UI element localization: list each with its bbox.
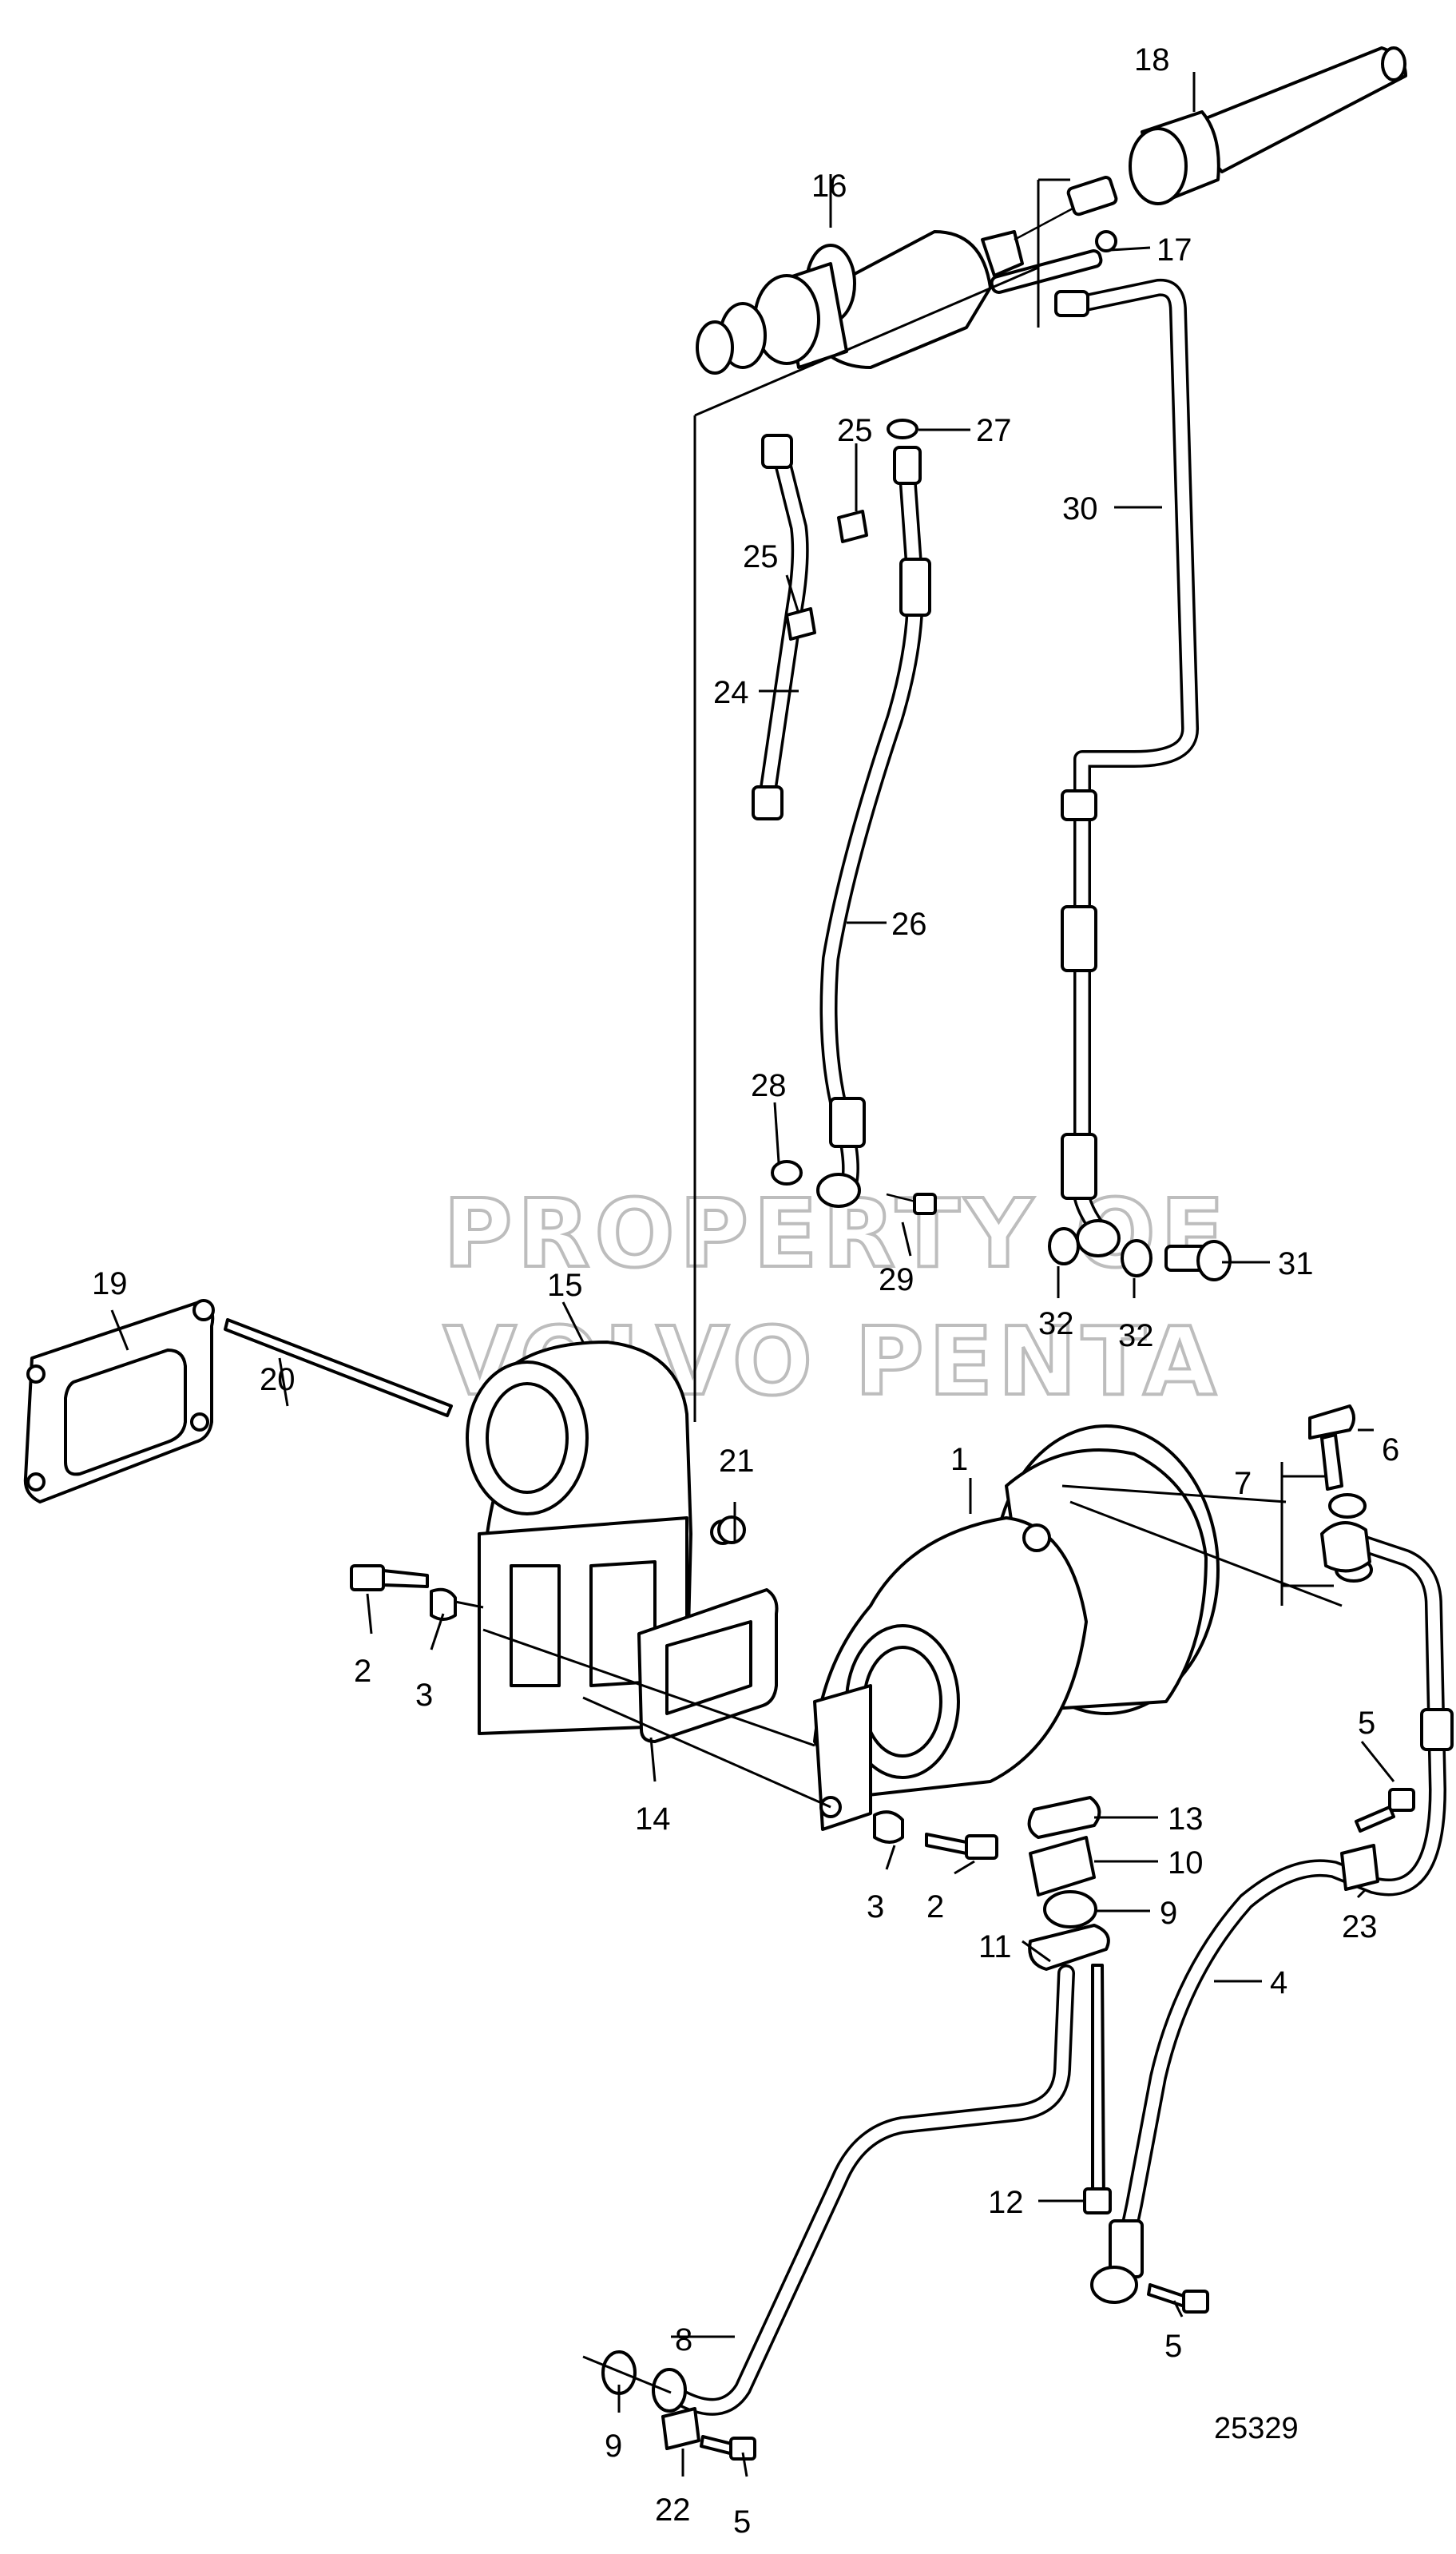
callout-19: 19 — [92, 1266, 128, 1301]
turbocharger-1 — [813, 1424, 1220, 1831]
bolt-5-upper-right — [1355, 1788, 1415, 1833]
protective-cover-18 — [1129, 46, 1407, 205]
flange-11 — [1028, 1924, 1110, 1971]
callout-13: 13 — [1168, 1801, 1204, 1837]
callout-9-upper: 9 — [1160, 1896, 1177, 1931]
oil-return-pipe-8 — [652, 1964, 1075, 2416]
callout-23: 23 — [1342, 1909, 1378, 1944]
callout-2-lower: 2 — [926, 1889, 944, 1924]
callout-labels: 16 17 18 27 25 25 30 24 26 28 29 32 32 3… — [92, 42, 1399, 2540]
callout-16: 16 — [811, 169, 847, 204]
callout-17: 17 — [1156, 232, 1192, 268]
callout-5-upper-right: 5 — [1358, 1706, 1375, 1741]
callout-25-lower: 25 — [743, 539, 779, 574]
oil-feed-pipe-4 — [1090, 1521, 1454, 2304]
gasket-19 — [23, 1299, 215, 1503]
clamp-10 — [1029, 1836, 1096, 1897]
document-number: 25329 — [1214, 2412, 1299, 2445]
callout-24: 24 — [713, 675, 749, 710]
callout-32-left: 32 — [1038, 1306, 1074, 1341]
clamp-23 — [1340, 1844, 1379, 1891]
reference-lines-flange — [482, 1628, 831, 1809]
callout-3-lower: 3 — [867, 1889, 884, 1924]
bolt-2-upper — [350, 1564, 429, 1591]
actuator-assembly-16 — [696, 176, 1118, 375]
callout-27: 27 — [976, 413, 1012, 448]
callout-21: 21 — [719, 1444, 755, 1479]
callout-20: 20 — [260, 1362, 296, 1397]
callout-5-lower-right: 5 — [1164, 2329, 1182, 2364]
bolt-12 — [1083, 1964, 1112, 2214]
callout-5-lower-left: 5 — [733, 2504, 751, 2540]
callout-32-right: 32 — [1118, 1318, 1154, 1353]
callout-9-lower: 9 — [605, 2429, 622, 2464]
spacer-3-lower — [873, 1810, 904, 1844]
bolt-2-lower — [925, 1833, 998, 1860]
callout-25-upper: 25 — [837, 413, 873, 448]
washer-7-upper — [1328, 1493, 1367, 1519]
callout-2-upper: 2 — [354, 1654, 371, 1689]
callout-31: 31 — [1278, 1246, 1314, 1281]
stud-20 — [224, 1318, 453, 1417]
callout-29: 29 — [879, 1262, 914, 1297]
hose-26 — [816, 446, 931, 1208]
callout-3-upper: 3 — [415, 1678, 433, 1713]
exhaust-elbow-15 — [466, 1341, 736, 1735]
reference-lines-16 — [694, 178, 1070, 417]
callout-26: 26 — [891, 907, 927, 942]
gasket-13 — [1027, 1796, 1101, 1839]
banjo-bolt-6 — [1308, 1404, 1355, 1491]
seal-9-upper — [1043, 1890, 1097, 1928]
callout-14: 14 — [635, 1801, 671, 1837]
clamp-22 — [661, 2407, 700, 2450]
callout-10: 10 — [1168, 1845, 1204, 1881]
gasket-14 — [637, 1588, 779, 1743]
callout-1: 1 — [950, 1442, 968, 1477]
pipe-30 — [1054, 278, 1199, 1257]
clip-25-upper — [837, 510, 868, 543]
callout-11: 11 — [978, 1929, 1012, 1964]
nut-21 — [717, 1515, 746, 1544]
callout-30: 30 — [1062, 491, 1098, 526]
spacer-3-upper — [430, 1587, 457, 1621]
bolt-5-lower-right — [1147, 2283, 1209, 2314]
washer-32-left — [1048, 1227, 1080, 1265]
callout-4: 4 — [1270, 1965, 1287, 2000]
o-ring-27 — [887, 419, 918, 439]
callout-leaders — [110, 72, 1395, 2477]
banjo-bolt-31 — [1164, 1240, 1232, 1281]
callout-18: 18 — [1134, 42, 1170, 77]
washer-28 — [771, 1160, 803, 1186]
banjo-bolt-29 — [886, 1193, 937, 1215]
callout-28: 28 — [751, 1068, 787, 1103]
callout-15: 15 — [547, 1268, 583, 1303]
callout-7: 7 — [1234, 1466, 1252, 1501]
callout-6: 6 — [1382, 1432, 1399, 1468]
callout-22: 22 — [655, 2492, 691, 2528]
bolt-5-lower-left — [700, 2435, 756, 2461]
callout-12: 12 — [988, 2185, 1024, 2220]
callout-8: 8 — [675, 2322, 692, 2357]
clip-25-lower — [785, 607, 816, 641]
washer-32-right — [1121, 1239, 1153, 1277]
